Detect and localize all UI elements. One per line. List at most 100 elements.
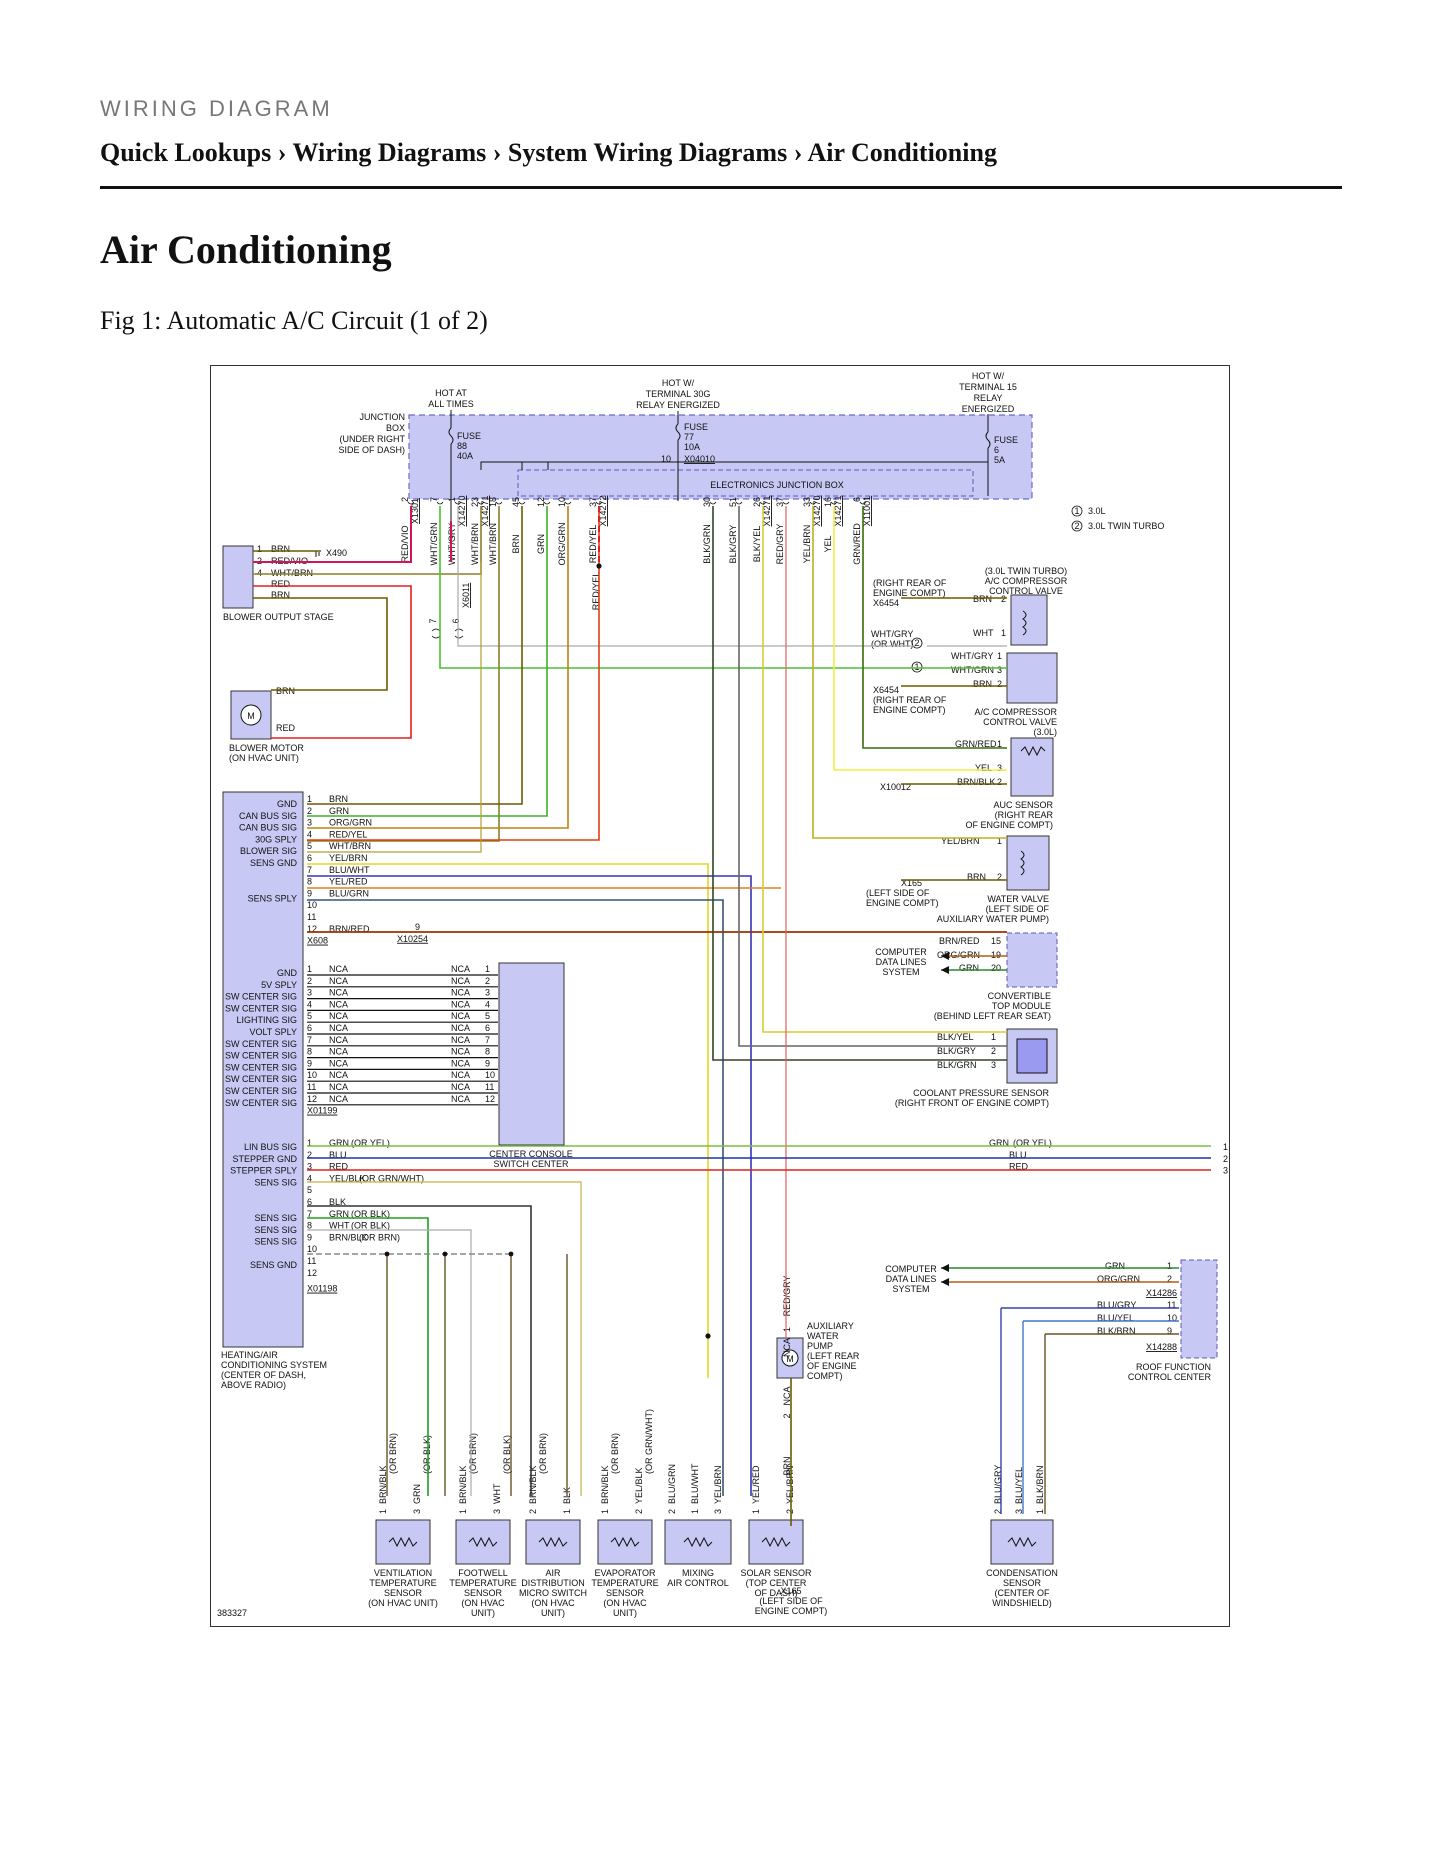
legend-30l-twin: 3.0L TWIN TURBO <box>1088 521 1164 531</box>
splice-dot <box>596 563 602 569</box>
coolant-pressure-sensor <box>1006 1028 1058 1084</box>
top-wire-color: RED/GRY <box>775 524 785 565</box>
x6011-label: X6011 <box>461 583 471 608</box>
blower-stage-pin-wire: BRN <box>271 590 290 600</box>
hvac-b-signal-label: SW CENTER SIG <box>225 992 297 1002</box>
hot-15-3: RELAY <box>974 393 1003 403</box>
hvac-c-pin-num: 5 <box>307 1185 312 1195</box>
wire-segment <box>307 1205 532 1496</box>
wv-pin-1-w: YEL/BRN <box>941 836 980 846</box>
connector-icon <box>543 501 551 505</box>
breadcrumb-air-conditioning[interactable]: Air Conditioning <box>807 138 997 167</box>
right-components: (3.0L TWIN TURBO) A/C COMPRESSOR CONTROL… <box>866 566 1068 1108</box>
sensor-name-line: (ON HVAC <box>461 1598 505 1608</box>
x14286-label: X14286 <box>1146 1288 1177 1298</box>
top-wire-pin: 37 <box>775 497 785 507</box>
sensor-name-line: DISTRIBUTION <box>521 1578 585 1588</box>
hvac-a-wire-color: WHT/BRN <box>329 841 371 851</box>
sensor-wire-color: BRN/BLK <box>458 1465 468 1504</box>
hvac-a-pin-num: 10 <box>307 900 317 910</box>
top-wire-pin: 12 <box>536 497 546 507</box>
hvac-b-wire-end: NCA <box>451 1023 470 1033</box>
hvac-c-signal-label: STEPPER SPLY <box>230 1166 297 1176</box>
hvac-b-signal-label: VOLT SPLY <box>249 1027 297 1037</box>
hvac-b-wire: NCA <box>329 1094 348 1104</box>
sensor-pin-num: 1 <box>458 1509 468 1514</box>
top-wire-pin: 10 <box>557 497 567 507</box>
blower-stage-pin-wire: BRN <box>271 544 290 554</box>
rr-engine-3: X6454 <box>873 598 899 608</box>
top-wire-color: WHT/BRN <box>488 523 498 565</box>
connector-icon <box>859 501 867 505</box>
hvac-c-wire-alt: (OR YEL) <box>351 1138 390 1148</box>
top-wire-pin: 6 <box>852 497 862 502</box>
hvac-c-pin-num: 3 <box>307 1162 312 1172</box>
hvac-a-signal-label: 30G SPLY <box>255 834 297 844</box>
connector-icon <box>518 501 526 505</box>
twin-valve-label-1: (3.0L TWIN TURBO) <box>985 566 1067 576</box>
sensor-wire-color: YEL/BLK <box>634 1467 644 1504</box>
hvac-c-signal-label: STEPPER GND <box>232 1154 297 1164</box>
wire-segment <box>1022 1320 1179 1514</box>
pump-label-line: AUXILIARY <box>807 1321 854 1331</box>
wht-gry-label-2: (OR WHT) <box>871 639 914 649</box>
hvac-a-wire-color: BLU/GRN <box>329 888 369 898</box>
sensor-name-line: EVAPORATOR <box>594 1568 656 1578</box>
sensor-resistor-icon <box>610 1536 640 1548</box>
sensor-wire-color: YEL/BRN <box>713 1465 723 1504</box>
connector-icon <box>564 501 572 505</box>
roof-pin-num: 11 <box>1167 1300 1176 1310</box>
sensor-resistor-icon <box>388 1536 418 1548</box>
top-wire-color: BLK/GRN <box>702 524 712 564</box>
blower-stage-pin-num: 1 <box>257 544 262 554</box>
sensor-wire-color: YEL/RED <box>751 1465 761 1504</box>
pump-label-line: OF ENGINE <box>807 1361 857 1371</box>
breadcrumb-system-wiring-diagrams[interactable]: System Wiring Diagrams <box>507 138 788 167</box>
variant-circle-1 <box>911 661 923 673</box>
solenoid-icon <box>1022 610 1027 636</box>
sensor-name-line: CONDENSATION <box>986 1568 1058 1578</box>
x6011-pin-7: 7 <box>428 618 438 623</box>
hvac-c-wire-alt: (OR BLK) <box>351 1209 390 1219</box>
hvac-b-wire: NCA <box>329 964 348 974</box>
connector-icon <box>709 501 717 505</box>
sensor-wire-color: GRN <box>412 1484 422 1504</box>
top-wire-pin: 7 <box>429 497 439 502</box>
top-wire-connector: X14271 <box>833 495 843 526</box>
breadcrumb-separator: › <box>492 138 502 167</box>
pump-bottom-nca: NCA <box>782 1386 792 1405</box>
hvac-b-wire: NCA <box>329 976 348 986</box>
legend-num-2: 2 <box>1074 521 1079 531</box>
wire-segment <box>307 506 500 842</box>
hvac-b-wire: NCA <box>329 1082 348 1092</box>
valve-pin-1-p: 1 <box>997 651 1002 661</box>
fuse-6-label: FUSE <box>994 435 1018 445</box>
sensor-resistor-icon <box>538 1536 568 1548</box>
red-yel-mid-label: RED/YEL <box>591 572 601 611</box>
hvac-b-wire-end: NCA <box>451 976 470 986</box>
hvac-b-pin-num: 11 <box>307 1082 316 1092</box>
convertible-top-module <box>1006 932 1058 988</box>
center-console-pin: 12 <box>485 1094 495 1104</box>
pump-motor-icon <box>781 1349 799 1367</box>
connector-icon <box>407 501 415 505</box>
wv-pin-2-p: 2 <box>997 872 1002 882</box>
top-wire-connector: X11001 <box>862 496 872 526</box>
roof-pin-wire: BLK/BRN <box>1097 1326 1136 1336</box>
fuse-77-amp: 10A <box>684 442 700 452</box>
wire-segment <box>439 506 1007 669</box>
x6011-pin-6: 6 <box>451 618 461 623</box>
hvac-b-pin-num: 4 <box>307 999 312 1009</box>
hvac-a-pin-num: 11 <box>307 912 316 922</box>
center-console-pin: 7 <box>485 1035 490 1045</box>
sensor-pin-num: 1 <box>1035 1509 1045 1514</box>
blower-output-stage <box>222 545 254 609</box>
hvac-a-signal-label: SENS SPLY <box>248 894 297 904</box>
hvac-a-wire-color: BRN <box>329 794 348 804</box>
valve-pin-2-p: 2 <box>997 679 1002 689</box>
hvac-b-wire-end: NCA <box>451 1082 470 1092</box>
hvac-c-wire-alt: (OR GRN/WHT) <box>359 1173 424 1183</box>
breadcrumb-wiring-diagrams[interactable]: Wiring Diagrams <box>292 138 487 167</box>
hvac-c-wire-alt: (OR BLK) <box>351 1221 390 1231</box>
breadcrumb-quick-lookups[interactable]: Quick Lookups <box>100 138 272 167</box>
